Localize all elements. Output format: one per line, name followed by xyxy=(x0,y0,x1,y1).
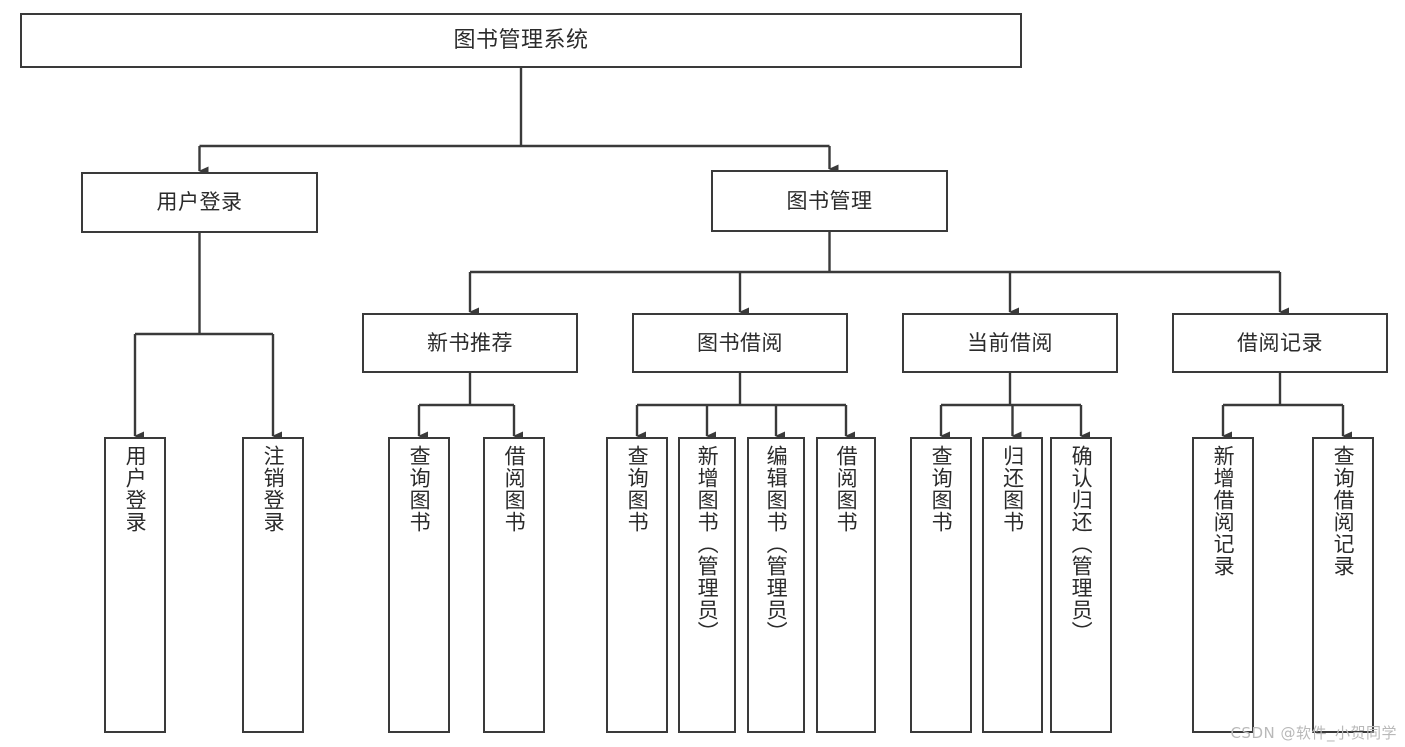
node-label: 新书推荐 xyxy=(427,330,513,355)
node-borrowing-record[interactable]: 借阅记录 xyxy=(1172,313,1388,373)
leaf-edit-book-admin[interactable]: 编辑图书（管理员） xyxy=(747,437,805,733)
node-book-borrowing[interactable]: 图书借阅 xyxy=(632,313,848,373)
node-label: 用户登录 xyxy=(156,190,243,215)
node-label: 图书管理 xyxy=(786,188,873,213)
node-label: 注销登录 xyxy=(261,445,286,533)
node-root[interactable]: 图书管理系统 xyxy=(20,13,1022,68)
node-book-management[interactable]: 图书管理 xyxy=(711,170,948,232)
node-label: 查询图书 xyxy=(929,445,954,533)
node-label: 查询借阅记录 xyxy=(1331,445,1356,577)
leaf-query-book-recommendation[interactable]: 查询图书 xyxy=(388,437,450,733)
leaf-query-book-current[interactable]: 查询图书 xyxy=(910,437,972,733)
leaf-query-book-borrowing[interactable]: 查询图书 xyxy=(606,437,668,733)
leaf-return-book[interactable]: 归还图书 xyxy=(982,437,1043,733)
node-label: 图书借阅 xyxy=(697,330,783,355)
leaf-borrow-book-borrowing[interactable]: 借阅图书 xyxy=(816,437,876,733)
edge-paths xyxy=(133,68,1352,441)
node-label: 新增借阅记录 xyxy=(1211,445,1236,577)
node-new-book-recommendation[interactable]: 新书推荐 xyxy=(362,313,578,373)
node-label: 当前借阅 xyxy=(967,330,1053,355)
node-current-borrowing[interactable]: 当前借阅 xyxy=(902,313,1118,373)
leaf-borrow-book-recommendation[interactable]: 借阅图书 xyxy=(483,437,545,733)
node-label: 查询图书 xyxy=(407,445,432,533)
leaf-add-borrow-record[interactable]: 新增借阅记录 xyxy=(1192,437,1254,733)
leaf-query-borrow-record[interactable]: 查询借阅记录 xyxy=(1312,437,1374,733)
node-label: 用户登录 xyxy=(123,445,148,533)
node-label: 编辑图书（管理员） xyxy=(764,445,789,643)
node-label: 借阅图书 xyxy=(502,445,527,533)
node-label: 借阅图书 xyxy=(834,445,859,533)
node-label: 确认归还（管理员） xyxy=(1069,445,1094,643)
node-user-login[interactable]: 用户登录 xyxy=(81,172,318,233)
watermark: CSDN @软件_小贺同学 xyxy=(1230,724,1397,742)
node-label: 新增图书（管理员） xyxy=(695,445,720,643)
leaf-add-book-admin[interactable]: 新增图书（管理员） xyxy=(678,437,736,733)
node-label: 图书管理系统 xyxy=(453,27,589,53)
leaf-logout[interactable]: 注销登录 xyxy=(242,437,304,733)
leaf-user-login[interactable]: 用户登录 xyxy=(104,437,166,733)
leaf-confirm-return-admin[interactable]: 确认归还（管理员） xyxy=(1050,437,1112,733)
node-label: 借阅记录 xyxy=(1237,330,1323,355)
node-label: 归还图书 xyxy=(1000,445,1025,533)
node-label: 查询图书 xyxy=(625,445,650,533)
